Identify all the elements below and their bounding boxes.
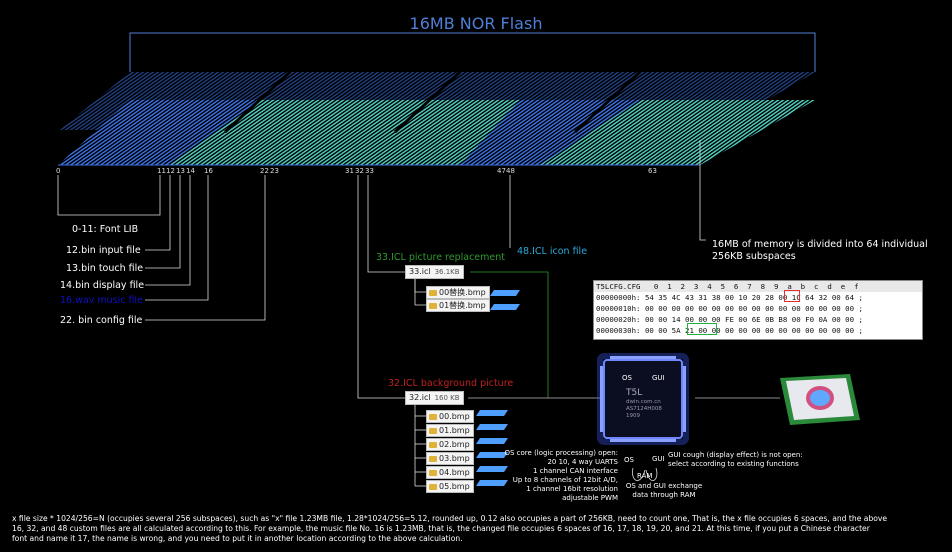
icon-file-label: 48.ICL icon file xyxy=(517,246,588,257)
chip-line3: 1909 xyxy=(626,413,640,419)
tick-32: 32 xyxy=(355,167,364,175)
hex-header: T5LCFG.CFG 0 1 2 3 4 5 6 7 8 9 a b c d e… xyxy=(594,281,922,292)
tick-22: 22 xyxy=(260,167,269,175)
list-item[interactable]: 02.bmp xyxy=(426,438,474,451)
hex-viewer: T5LCFG.CFG 0 1 2 3 4 5 6 7 8 9 a b c d e… xyxy=(593,280,923,340)
chip-line1: dwin.com.cn xyxy=(626,399,661,405)
hex-row: 00000000h: 54 35 4C 43 31 38 00 10 20 28… xyxy=(596,293,863,302)
gui-label: GUI xyxy=(652,455,665,463)
tick-11: 11 xyxy=(157,167,166,175)
tick-48: 48 xyxy=(506,167,515,175)
icl-32-size: 160 KB xyxy=(434,394,460,402)
label-font-lib: 0-11: Font LIB xyxy=(72,224,139,235)
chip-name: T5L xyxy=(626,388,643,398)
tick-12: 12 xyxy=(166,167,175,175)
list-item[interactable]: 01.bmp xyxy=(426,424,474,437)
highlight-box-green xyxy=(687,323,717,335)
icl-33-size: 36.1KB xyxy=(434,268,460,276)
ram-label: RAM xyxy=(637,472,653,480)
folder-icon xyxy=(429,289,437,296)
tick-14: 14 xyxy=(186,167,195,175)
hex-row: 00000030h: 00 00 5A 21 00 00 00 00 00 00… xyxy=(596,326,863,335)
list-item[interactable]: 03.bmp xyxy=(426,452,474,465)
memory-note: 16MB of memory is divided into 64 indivi… xyxy=(712,239,928,262)
thumbnail-stack-icon xyxy=(476,410,508,486)
folder-icon xyxy=(429,483,437,490)
tick-63: 63 xyxy=(648,167,657,175)
list-item[interactable]: 00替换.bmp xyxy=(426,286,490,299)
hex-row: 00000020h: 00 00 14 00 00 00 FE 00 6E 0B… xyxy=(596,315,863,324)
tick-23: 23 xyxy=(270,167,279,175)
folder-icon xyxy=(429,413,437,420)
tick-16: 16 xyxy=(204,167,213,175)
list-item[interactable]: 00.bmp xyxy=(426,410,474,423)
label-music-file: 16.wav music file xyxy=(60,295,143,306)
os-core-note: OS core (logic processing) open: 20 10, … xyxy=(504,449,619,502)
tick-31: 31 xyxy=(345,167,354,175)
folder-icon xyxy=(429,455,437,462)
folder-icon xyxy=(429,469,437,476)
label-display-file: 14.bin display file xyxy=(60,280,145,291)
list-item[interactable]: 04.bmp xyxy=(426,466,474,479)
label-touch-file: 13.bin touch file xyxy=(66,263,144,274)
chip-os-label: OS xyxy=(622,374,632,382)
label-input-file: 12.bin input file xyxy=(66,245,141,256)
icl-33-name: 33.icl xyxy=(409,267,431,276)
os-label: OS xyxy=(624,456,634,464)
folder-icon xyxy=(429,427,437,434)
tick-33: 33 xyxy=(365,167,374,175)
picture-replacement-label: 33.ICL picture replacement xyxy=(376,252,506,263)
chip-gui-label: GUI xyxy=(652,374,665,382)
thumbnail-icon xyxy=(490,290,520,310)
highlight-box-red xyxy=(784,290,800,302)
tick-13: 13 xyxy=(176,167,185,175)
folder-icon xyxy=(429,302,437,309)
exchange-note: OS and GUI exchange data through RAM xyxy=(625,482,703,499)
background-picture-label: 32.ICL background picture xyxy=(388,378,514,389)
flash-title: 16MB NOR Flash xyxy=(409,14,543,33)
icl-32-name: 32.icl xyxy=(409,393,431,402)
chip-line2: AS7124H008 xyxy=(626,406,662,412)
hex-row: 00000010h: 00 00 00 00 00 00 00 00 00 00… xyxy=(596,304,863,313)
gui-note: GUI cough (display effect) is not open: … xyxy=(668,451,803,468)
tick-0: 0 xyxy=(56,167,61,175)
tick-47: 47 xyxy=(497,167,506,175)
label-config-file: 22. bin config file xyxy=(60,315,143,326)
list-item[interactable]: 05.bmp xyxy=(426,480,474,493)
folder-icon xyxy=(429,441,437,448)
bottom-explanation: x file size * 1024/256=N (occupies sever… xyxy=(12,514,888,543)
list-item[interactable]: 01替换.bmp xyxy=(426,299,490,312)
